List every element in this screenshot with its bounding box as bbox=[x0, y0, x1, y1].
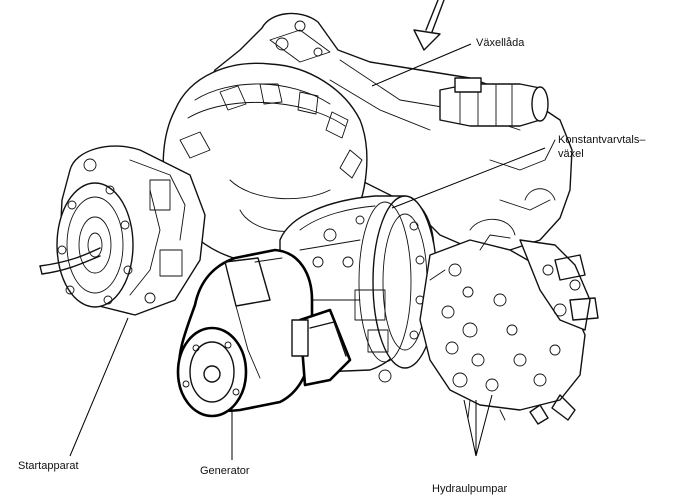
leader-lines bbox=[69, 43, 546, 460]
starter-unit bbox=[56, 145, 206, 316]
output-shaft bbox=[439, 77, 549, 127]
generator-unit bbox=[176, 248, 352, 418]
label-generator: Generator bbox=[200, 465, 250, 477]
label-starter: Startapparat bbox=[18, 460, 79, 472]
top-arrow bbox=[413, 0, 445, 51]
starter-cable bbox=[39, 247, 101, 275]
label-gearbox: Växellåda bbox=[476, 37, 525, 49]
label-hydraulic-pumps: Hydraulpumpar bbox=[432, 483, 508, 495]
label-csd-line1: Konstantvarvtals– bbox=[558, 134, 646, 146]
label-csd-line2: växel bbox=[558, 148, 584, 160]
hydraulic-pumps bbox=[419, 234, 599, 425]
